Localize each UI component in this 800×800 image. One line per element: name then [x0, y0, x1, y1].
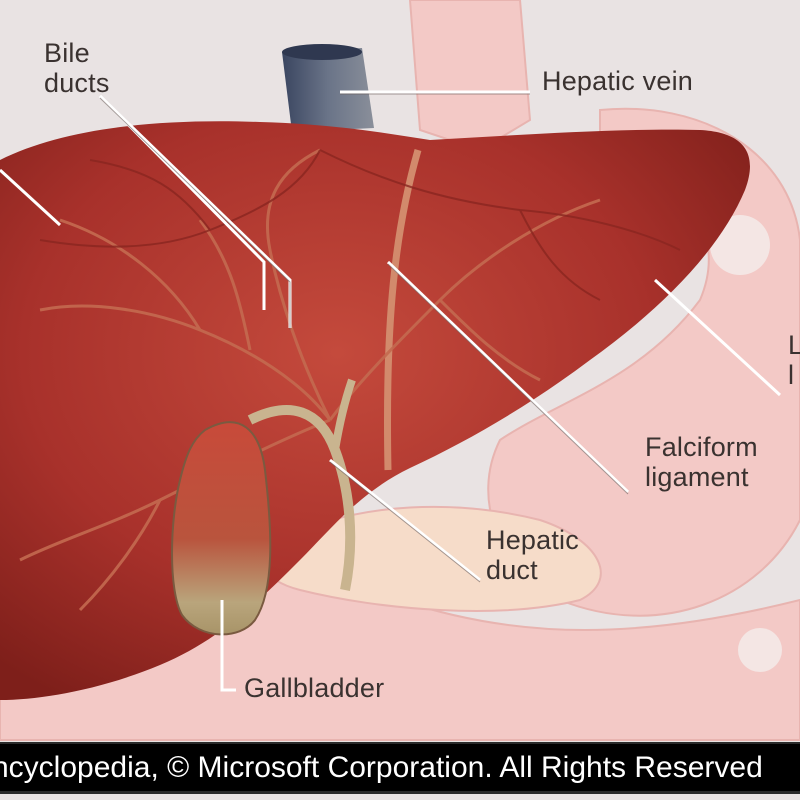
label-falciform-ligament: Falciform ligament — [645, 432, 758, 492]
leader-line-right-lobe — [0, 168, 62, 227]
liver-veins — [39, 149, 681, 301]
falciform-ligament — [383, 149, 422, 471]
leader-line-hepatic-duct — [329, 458, 481, 582]
hepatic-duct — [247, 405, 356, 591]
leader-line-left-lobe — [653, 278, 782, 397]
label-left-lobe-partial: L l — [788, 330, 800, 390]
label-hepatic-duct: Hepatic duct — [486, 525, 579, 585]
hepatic-vein — [282, 44, 374, 132]
label-gallbladder: Gallbladder — [244, 673, 385, 703]
esophagus-shape — [408, 0, 532, 152]
label-hepatic-vein: Hepatic vein — [542, 66, 693, 96]
background-circle — [738, 628, 782, 672]
credit-bar: ncyclopedia, © Microsoft Corporation. Al… — [0, 742, 800, 794]
background-circle — [710, 215, 770, 275]
liver-vessels — [19, 148, 601, 612]
credit-text: ncyclopedia, © Microsoft Corporation. Al… — [0, 751, 763, 784]
leader-line-falciform — [386, 260, 630, 494]
leader-line-gallbladder — [220, 600, 236, 692]
leader-lines — [0, 90, 782, 692]
gallbladder — [171, 421, 272, 636]
label-bile-ducts: Bile ducts — [44, 38, 110, 98]
